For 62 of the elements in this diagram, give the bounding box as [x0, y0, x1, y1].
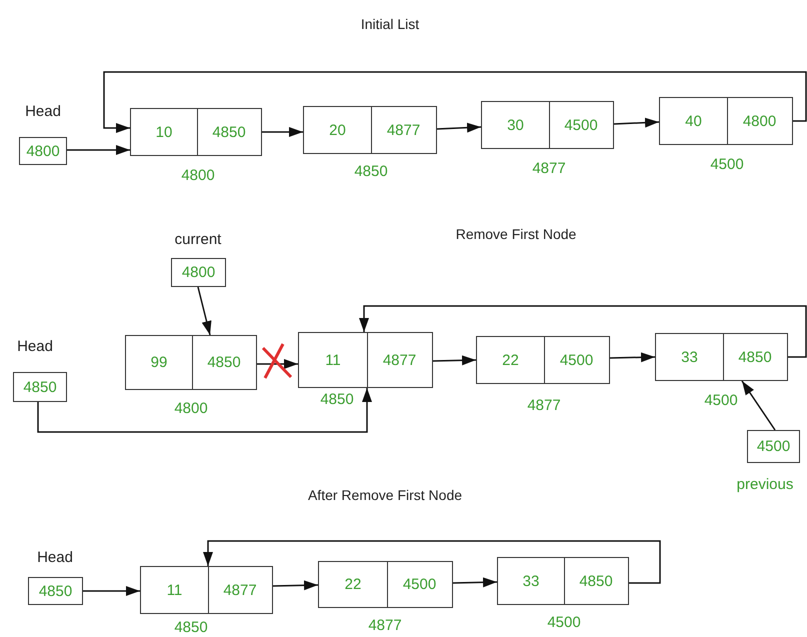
- data-field: 30: [482, 102, 550, 148]
- pointer-box: 4500: [747, 430, 800, 463]
- address-label: 4877: [532, 160, 566, 177]
- arrow: [741, 380, 776, 430]
- data-field: 99: [126, 336, 193, 389]
- address-label: 4877: [527, 397, 561, 414]
- pointer-name: Head: [37, 549, 73, 566]
- next-field: 4800: [728, 98, 791, 144]
- next-field: 4500: [550, 102, 612, 148]
- arrow: [203, 540, 661, 584]
- address-label: 4500: [704, 392, 738, 409]
- arrow: [614, 118, 660, 128]
- data-field: 11: [299, 333, 368, 387]
- data-field: 20: [304, 107, 372, 153]
- address-label: 4500: [710, 156, 744, 173]
- pointer-box: 4800: [171, 258, 226, 287]
- next-field: 4500: [388, 562, 451, 607]
- arrow: [103, 71, 807, 133]
- data-field: 40: [660, 98, 728, 144]
- pointer-name: current: [174, 231, 222, 248]
- data-field: 33: [656, 334, 724, 380]
- pointer-box: 4850: [13, 372, 67, 402]
- arrow: [197, 286, 212, 336]
- address-label: 4877: [368, 617, 402, 634]
- section-title: Initial List: [360, 16, 420, 32]
- arrow: [67, 145, 130, 155]
- arrow: [83, 586, 140, 596]
- next-field: 4877: [372, 107, 435, 153]
- arrow: [262, 127, 303, 137]
- arrow: [37, 388, 372, 433]
- data-field: 22: [319, 562, 388, 607]
- arrow: [432, 355, 476, 366]
- next-field: 4850: [193, 336, 255, 389]
- address-label: 4850: [354, 163, 388, 180]
- pointer-name: Head: [25, 103, 61, 120]
- arrow: [436, 122, 482, 133]
- section-title: Remove First Node: [456, 226, 576, 242]
- pointer-box: 4800: [19, 137, 67, 165]
- address-label: 4800: [174, 400, 208, 417]
- next-field: 4850: [724, 334, 786, 380]
- pointer-name: Head: [17, 338, 53, 355]
- data-field: 10: [131, 109, 198, 155]
- arrow: [610, 352, 656, 362]
- pointer-box: 4850: [28, 577, 83, 605]
- next-field: 4850: [198, 109, 260, 155]
- arrow: [257, 359, 298, 369]
- address-label: previous: [736, 476, 794, 493]
- next-field: 4850: [565, 558, 627, 604]
- next-field: 4877: [209, 567, 271, 613]
- section-title: After Remove First Node: [308, 487, 462, 503]
- data-field: 11: [141, 567, 209, 613]
- address-label: 4500: [547, 614, 581, 631]
- next-field: 4500: [545, 337, 608, 383]
- address-label: 4850: [320, 391, 354, 408]
- arrow: [272, 580, 318, 590]
- address-label: 4800: [181, 167, 215, 184]
- arrow: [452, 577, 498, 588]
- data-field: 22: [477, 337, 545, 383]
- arrow: [359, 305, 807, 358]
- data-field: 33: [498, 558, 565, 604]
- address-label: 4850: [174, 619, 208, 636]
- next-field: 4877: [368, 333, 431, 387]
